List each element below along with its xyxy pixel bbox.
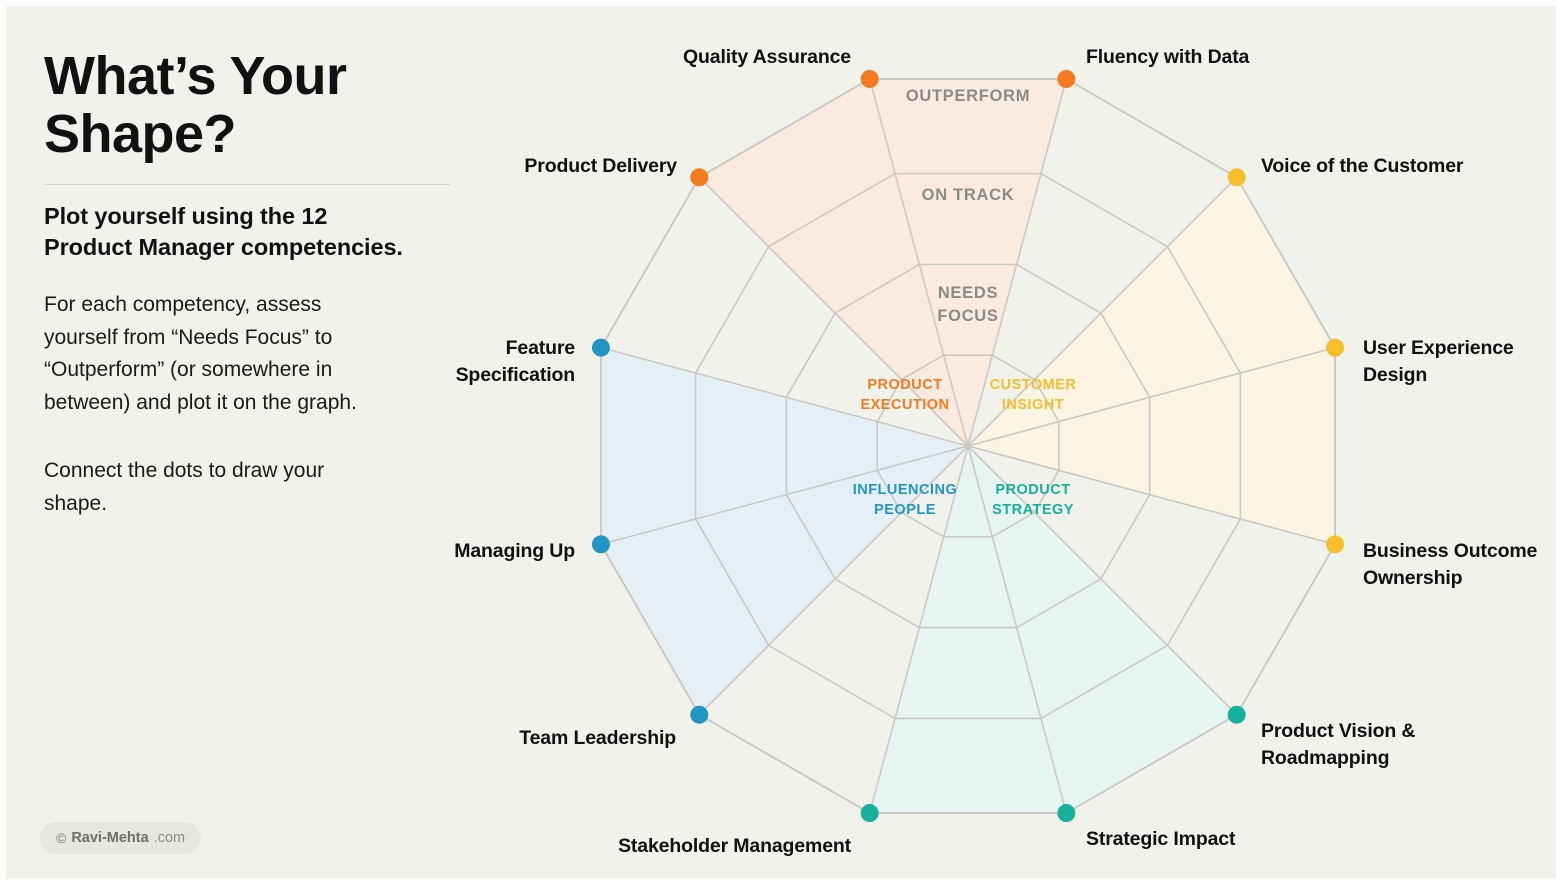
quadrant-fill-segment bbox=[968, 177, 1336, 446]
ring-label: ON TRACK bbox=[922, 186, 1015, 204]
data-point-group bbox=[591, 69, 1345, 823]
axis-spoke bbox=[698, 176, 969, 447]
subtitle: Plot yourself using the 12 Product Manag… bbox=[44, 202, 403, 260]
page-title-line-1: What’s Your bbox=[44, 46, 347, 106]
title-divider bbox=[44, 183, 450, 185]
axis-spoke bbox=[967, 445, 1238, 716]
axis-label: Voice of the Customer bbox=[1261, 155, 1464, 177]
axis-label: Team Leadership bbox=[519, 727, 676, 749]
quadrant-fill-segment bbox=[600, 347, 968, 545]
ring-label: OUTPERFORM bbox=[906, 87, 1030, 105]
data-point-dot[interactable] bbox=[591, 535, 610, 554]
quadrant-fill-segment bbox=[968, 446, 1237, 814]
data-point-dot[interactable] bbox=[1326, 535, 1345, 554]
brand-tld: .com bbox=[153, 830, 186, 846]
axis-spoke bbox=[967, 445, 1068, 814]
spoke-gridline-group bbox=[600, 78, 1336, 814]
quadrant-fill-segment bbox=[699, 78, 968, 447]
data-point-dot[interactable] bbox=[1227, 705, 1246, 724]
axis-label: Stakeholder Management bbox=[618, 835, 852, 857]
data-point-dot[interactable] bbox=[690, 705, 709, 724]
page-title-line-2: Shape? bbox=[44, 103, 237, 164]
axis-label: Fluency with Data bbox=[1086, 46, 1250, 68]
page-title: What’s Your Shape? bbox=[44, 46, 454, 164]
axis-label: Product Delivery bbox=[524, 155, 677, 177]
axis-spoke bbox=[967, 78, 1068, 447]
data-point-dot[interactable] bbox=[1227, 168, 1246, 187]
quadrant-fill-segment bbox=[968, 347, 1336, 545]
instructions-paragraph-1: For each competency, assess yourself fro… bbox=[44, 293, 357, 414]
axis-spoke bbox=[600, 445, 969, 546]
axis-label: Strategic Impact bbox=[1086, 828, 1236, 850]
intro-panel: What’s Your Shape? Plot yourself using t… bbox=[44, 46, 454, 541]
axis-spoke bbox=[967, 346, 1336, 447]
axis-label-group: Quality Assurance Fluency with DataVoice … bbox=[454, 46, 1537, 857]
axis-label: Quality Assurance bbox=[683, 46, 851, 68]
axis-spoke bbox=[600, 346, 969, 447]
data-point-dot[interactable] bbox=[1057, 804, 1076, 823]
axis-spoke bbox=[967, 445, 1336, 546]
axis-spoke bbox=[698, 445, 969, 716]
axis-label: Product Vision &Roadmapping bbox=[1261, 720, 1415, 769]
axis-label: Managing Up bbox=[454, 540, 575, 562]
data-point-dot[interactable] bbox=[690, 168, 709, 187]
axis-spoke bbox=[967, 176, 1238, 447]
data-point-dot[interactable] bbox=[591, 338, 610, 357]
copyright-icon: © bbox=[56, 830, 67, 846]
brand-name: Ravi-Mehta bbox=[71, 830, 149, 846]
quadrant-fill-segment bbox=[869, 446, 1067, 814]
data-point-dot[interactable] bbox=[860, 804, 879, 823]
data-point-dot[interactable] bbox=[1326, 338, 1345, 357]
data-point-dot[interactable] bbox=[860, 69, 879, 88]
attribution-badge[interactable]: ©Ravi-Mehta.com bbox=[40, 822, 202, 854]
quadrant-fill-segment bbox=[869, 78, 1067, 447]
data-point-dot[interactable] bbox=[1057, 69, 1076, 88]
quadrant-fill-group bbox=[600, 78, 1336, 814]
axis-spoke bbox=[868, 78, 969, 447]
instructions-paragraph-2: Connect the dots to draw your shape. bbox=[44, 459, 325, 515]
quadrant-fill-segment bbox=[600, 446, 968, 715]
axis-spoke bbox=[868, 445, 969, 814]
